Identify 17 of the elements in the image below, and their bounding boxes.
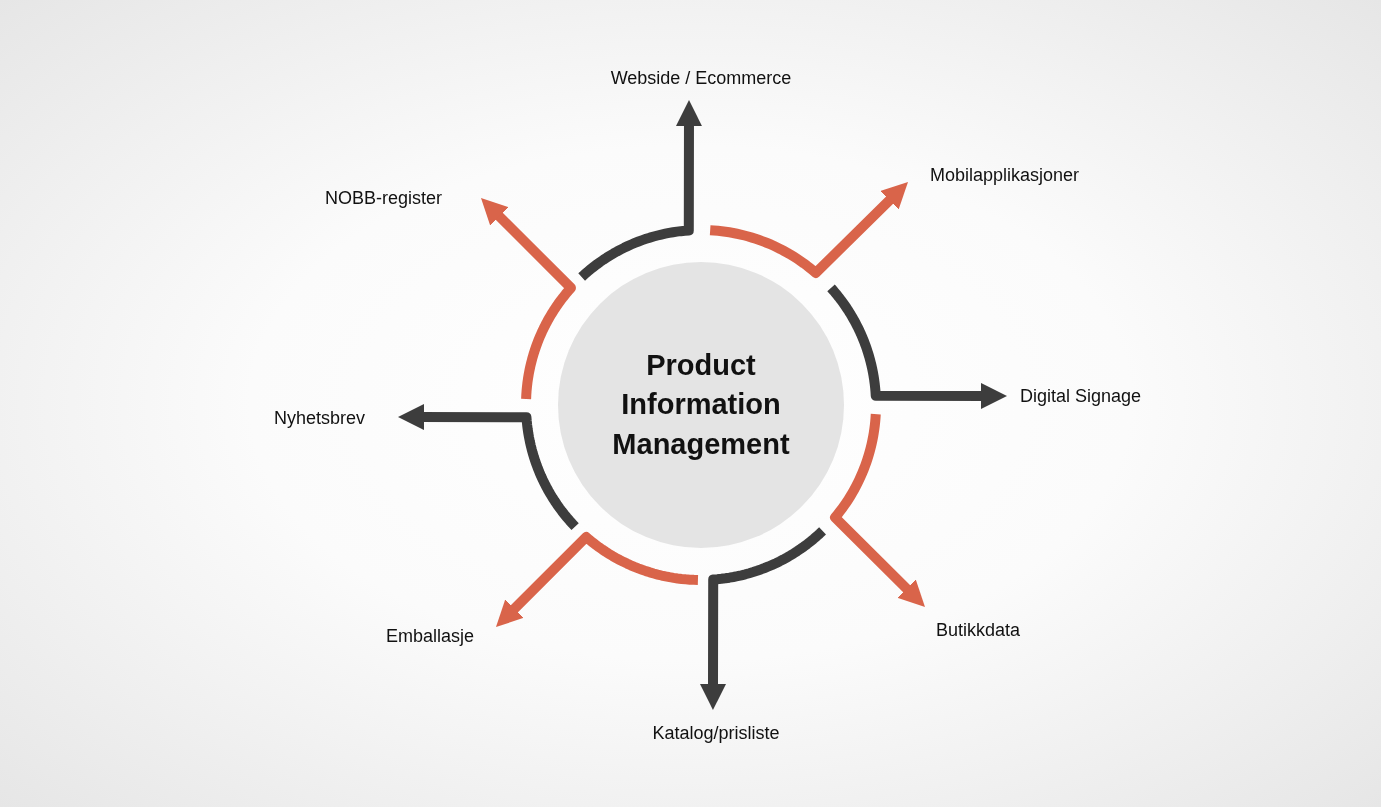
arrow <box>398 404 579 530</box>
arrow <box>481 198 576 400</box>
arrow <box>830 412 925 607</box>
center-title: Product Information Management <box>611 348 791 462</box>
output-label: Nyhetsbrev <box>274 407 366 429</box>
output-label: Mobilapplikasjoner <box>930 164 1080 186</box>
arrow <box>496 532 699 628</box>
output-label: Katalog/prisliste <box>652 723 780 744</box>
output-label: Emballasje <box>386 625 475 647</box>
arrow <box>578 100 702 281</box>
arrow <box>827 284 1007 409</box>
arrow <box>700 527 826 710</box>
output-label: Butikkdata <box>936 620 1021 641</box>
output-label: NOBB-register <box>325 187 443 209</box>
output-label: Digital Signage <box>1020 385 1142 407</box>
arrow <box>709 182 908 278</box>
output-label: Webside / Ecommerce <box>610 68 792 89</box>
